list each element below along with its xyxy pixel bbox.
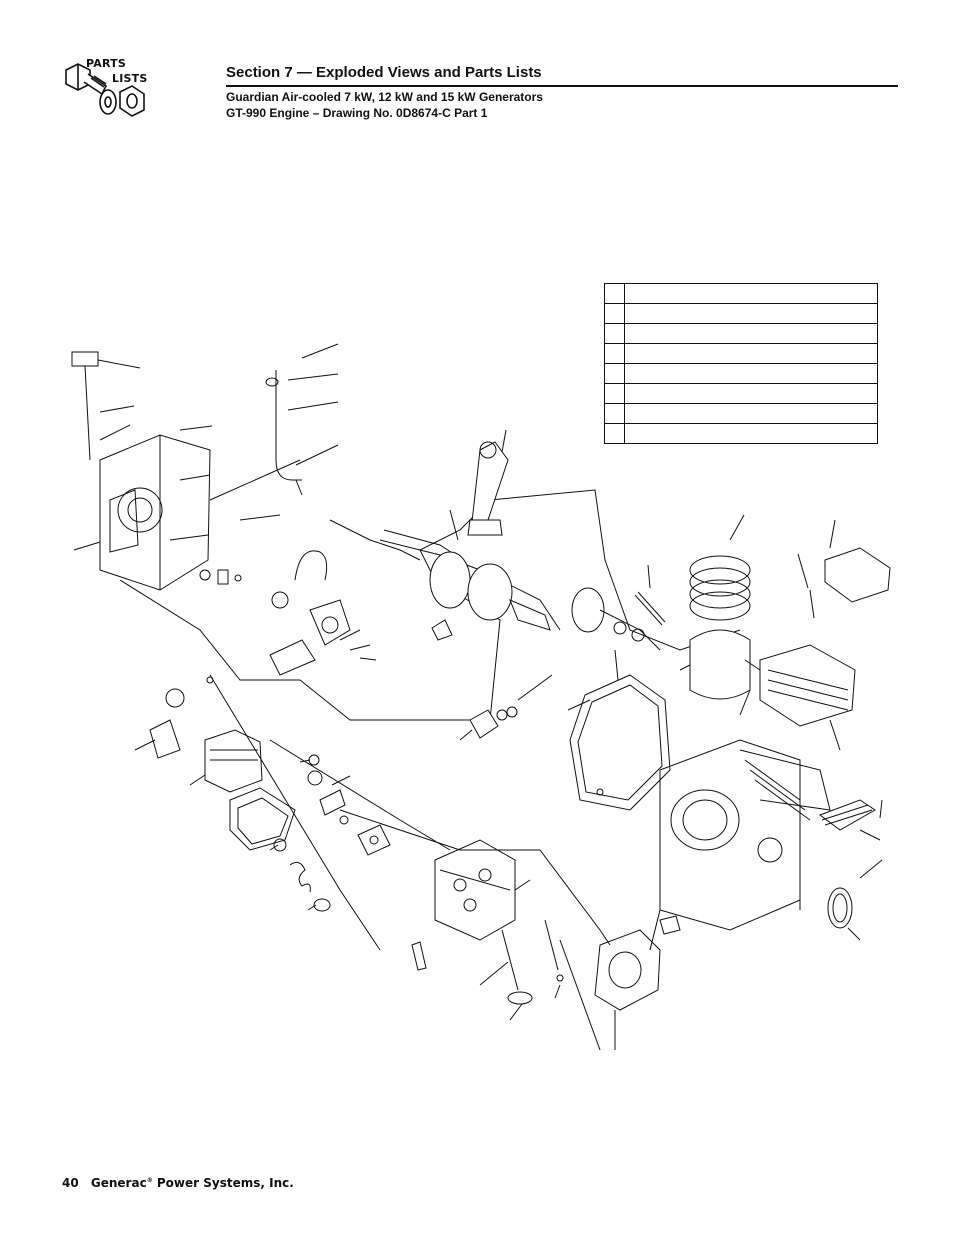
logo-parts-text: PARTS — [86, 57, 126, 70]
legend-row — [604, 383, 878, 404]
legend-row — [604, 363, 878, 384]
legend-row — [604, 343, 878, 364]
drawing-reference: GT-990 Engine – Drawing No. 0D8674-C Par… — [226, 106, 488, 120]
legend-row — [604, 283, 878, 304]
logo-lists-text: LISTS — [112, 72, 148, 85]
header-rule — [226, 85, 898, 87]
page-number: 40 — [62, 1176, 79, 1190]
legend-table — [604, 283, 878, 444]
legend-row — [604, 303, 878, 324]
page-footer: 40 Generac® Power Systems, Inc. — [62, 1176, 294, 1190]
legend-row — [604, 423, 878, 444]
legend-row — [604, 403, 878, 424]
company-name: Generac — [90, 1176, 147, 1190]
legend-row — [604, 323, 878, 344]
section-title: Section 7 — Exploded Views and Parts Lis… — [226, 64, 542, 81]
registered-mark: ® — [146, 1177, 153, 1184]
page-subtitle: Guardian Air-cooled 7 kW, 12 kW and 15 k… — [226, 90, 543, 104]
parts-lists-logo-icon — [65, 63, 145, 117]
company-suffix: Power Systems, Inc. — [156, 1176, 294, 1190]
exploded-view-drawing — [71, 343, 891, 1051]
